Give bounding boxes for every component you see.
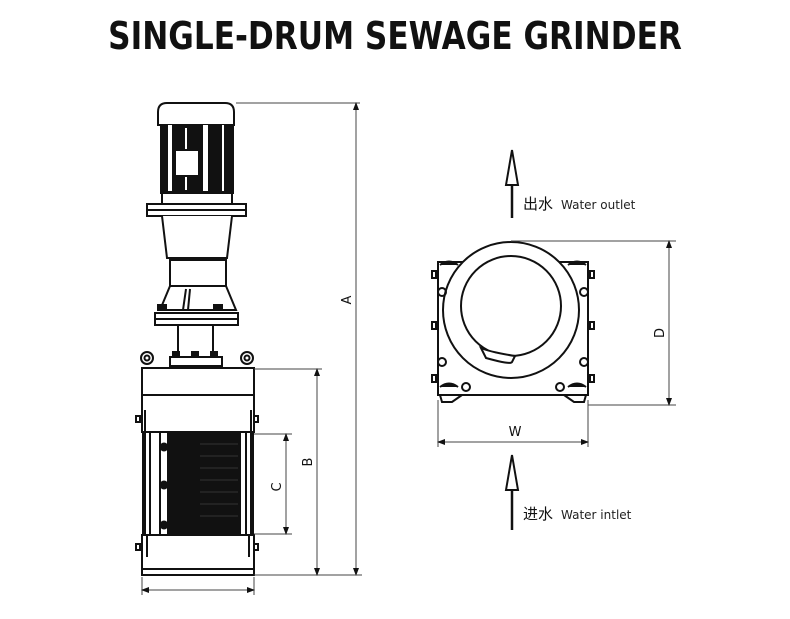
- water-outlet-label: 出水 Water outlet: [523, 193, 635, 214]
- lifting-eye-left: [140, 351, 154, 365]
- gearbox: [154, 215, 239, 326]
- side-dimensions: [141, 102, 362, 595]
- outlet-cn-label: 出水: [523, 195, 554, 213]
- corner-bolts: [431, 260, 595, 403]
- dim-label-a: A: [340, 295, 355, 304]
- dim-label-b: B: [301, 458, 316, 467]
- inlet-cn-label: 进水: [523, 505, 554, 523]
- inlet-arrow-icon: [504, 454, 520, 530]
- drum-inner-ring: [460, 255, 562, 357]
- inlet-en-label: Water intlet: [561, 508, 632, 522]
- outlet-en-label: Water outlet: [561, 198, 636, 212]
- dim-label-c: C: [270, 482, 285, 491]
- outlet-arrow-icon: [504, 149, 520, 218]
- dim-label-d: D: [653, 328, 668, 338]
- side-view: [135, 102, 259, 576]
- motor: [146, 102, 247, 217]
- top-view: [431, 241, 595, 403]
- housing: [135, 367, 259, 576]
- top-dimensions: [437, 240, 676, 447]
- coupling: [169, 325, 223, 367]
- water-inlet-label: 进水 Water intlet: [523, 503, 631, 524]
- diagram-title: SINGLE-DRUM SEWAGE GRINDER: [108, 14, 682, 58]
- dim-label-w: W: [509, 425, 522, 440]
- lifting-eye-right: [240, 351, 254, 365]
